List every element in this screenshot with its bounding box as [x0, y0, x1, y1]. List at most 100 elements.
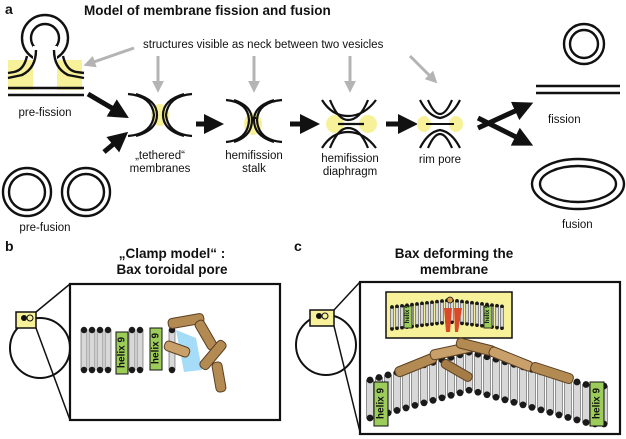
lipid-tail	[469, 302, 474, 325]
lipid-tail	[366, 379, 374, 419]
c-helix-label-left: helix 9	[375, 387, 387, 420]
arrow-prefusion-to-tethered	[102, 131, 129, 154]
lipid-tail	[399, 305, 404, 329]
lipid-head	[88, 366, 96, 374]
panel-b-letter: b	[5, 238, 14, 254]
lipid-head	[573, 378, 581, 386]
lipid-head	[80, 326, 88, 334]
lipid-tail	[573, 381, 581, 421]
label-hemifission-diaphragm: hemifission diaphragm	[321, 153, 379, 179]
lipid-head	[435, 299, 439, 304]
lipid-tail	[519, 366, 527, 406]
lipid-tail	[96, 329, 104, 371]
lipid-tail	[546, 374, 554, 413]
lipid-head	[500, 326, 504, 331]
bax-protein-b	[163, 313, 227, 393]
lipid-head	[500, 304, 504, 309]
label-pre-fission: pre-fission	[18, 107, 72, 119]
lipid-tail	[528, 369, 536, 408]
lipid-tail	[104, 329, 112, 371]
lipid-head	[435, 321, 439, 326]
deforming-membrane-diagram	[295, 280, 622, 436]
clamp-model-diagram	[9, 282, 282, 422]
lipid-tail	[393, 372, 401, 411]
lipid-head	[465, 386, 473, 394]
lipid-head	[480, 324, 484, 328]
rim-pore-diagram	[417, 99, 463, 149]
lipid-head	[564, 414, 572, 421]
lipid-tail	[128, 329, 136, 371]
lipid-head	[136, 326, 144, 334]
lipid-tail	[88, 329, 96, 371]
lipid-head	[470, 300, 474, 305]
lipid-head	[465, 300, 469, 304]
panel-c-title-line2: membrane	[419, 262, 489, 277]
lipid-head	[390, 327, 394, 331]
lipid-head	[104, 366, 112, 374]
hemifission-stalk-diagram	[225, 98, 283, 144]
lipid-tail	[494, 305, 499, 328]
label-tethered-line1: „tethered“	[135, 150, 185, 162]
lipid-tail	[474, 302, 479, 326]
lipid-tail	[389, 306, 394, 330]
label-hemifission-diaphragm-line2: diaphragm	[322, 166, 378, 178]
lipid-tail	[555, 376, 563, 416]
panel-c-title: Bax deforming the membrane	[395, 246, 514, 278]
lipid-head	[438, 394, 446, 402]
lipid-head	[366, 376, 374, 384]
bax-protein-c	[394, 337, 574, 385]
lipid-tail	[414, 303, 419, 327]
panel-a-letter: a	[5, 1, 13, 17]
lipid-head	[470, 322, 474, 327]
lipid-head	[480, 302, 484, 306]
lipid-head	[483, 391, 491, 399]
lipid-tail	[429, 301, 434, 325]
lipid-head	[411, 402, 419, 409]
lipid-tail	[510, 364, 518, 403]
lipid-tail	[499, 305, 504, 329]
lipid-head	[400, 325, 404, 330]
lipid-head	[366, 414, 374, 422]
lipid-head	[400, 303, 404, 308]
lipid-tail	[479, 303, 484, 327]
lipid-head	[475, 301, 479, 306]
lipid-head	[474, 388, 482, 396]
lipid-head	[415, 324, 419, 328]
lipid-head	[96, 326, 104, 334]
lipid-head	[440, 299, 444, 303]
label-fission: fission	[548, 114, 581, 126]
lipid-head	[519, 401, 527, 409]
lipid-head	[80, 366, 88, 374]
lipid-head	[420, 323, 424, 328]
lipid-head	[390, 305, 394, 309]
label-fusion: fusion	[562, 219, 593, 231]
lipid-tail	[582, 384, 590, 423]
deformed-bilayer	[366, 348, 608, 428]
lipid-head	[582, 381, 590, 388]
lipid-head	[420, 399, 428, 407]
lipid-tail	[439, 300, 444, 324]
lipid-tail	[411, 367, 419, 406]
lipid-head	[128, 366, 136, 374]
lipid-tail	[136, 329, 144, 371]
lipid-tail	[429, 362, 437, 401]
lipid-head	[430, 322, 434, 326]
lipid-head	[88, 326, 96, 334]
label-tethered-line2: membranes	[129, 163, 191, 175]
panel-a-title: Model of membrane fission and fusion	[84, 3, 331, 18]
label-hemifission-stalk-line2: stalk	[242, 163, 266, 175]
lipid-head	[537, 406, 545, 414]
lipid-tail	[537, 371, 545, 411]
lipid-head	[573, 416, 581, 424]
lipid-tail	[564, 379, 572, 418]
label-hemifission-stalk-line1: hemifission	[225, 150, 283, 162]
panel-c-title-line1: Bax deforming the	[394, 246, 514, 261]
lipid-head	[456, 389, 464, 397]
lipid-head	[475, 323, 479, 328]
lipid-tail	[474, 353, 482, 393]
lipid-tail	[464, 301, 469, 325]
label-rim-pore: rim pore	[418, 154, 462, 166]
lipid-head	[460, 299, 464, 304]
lipid-head	[430, 300, 434, 304]
lipid-head	[555, 411, 563, 419]
